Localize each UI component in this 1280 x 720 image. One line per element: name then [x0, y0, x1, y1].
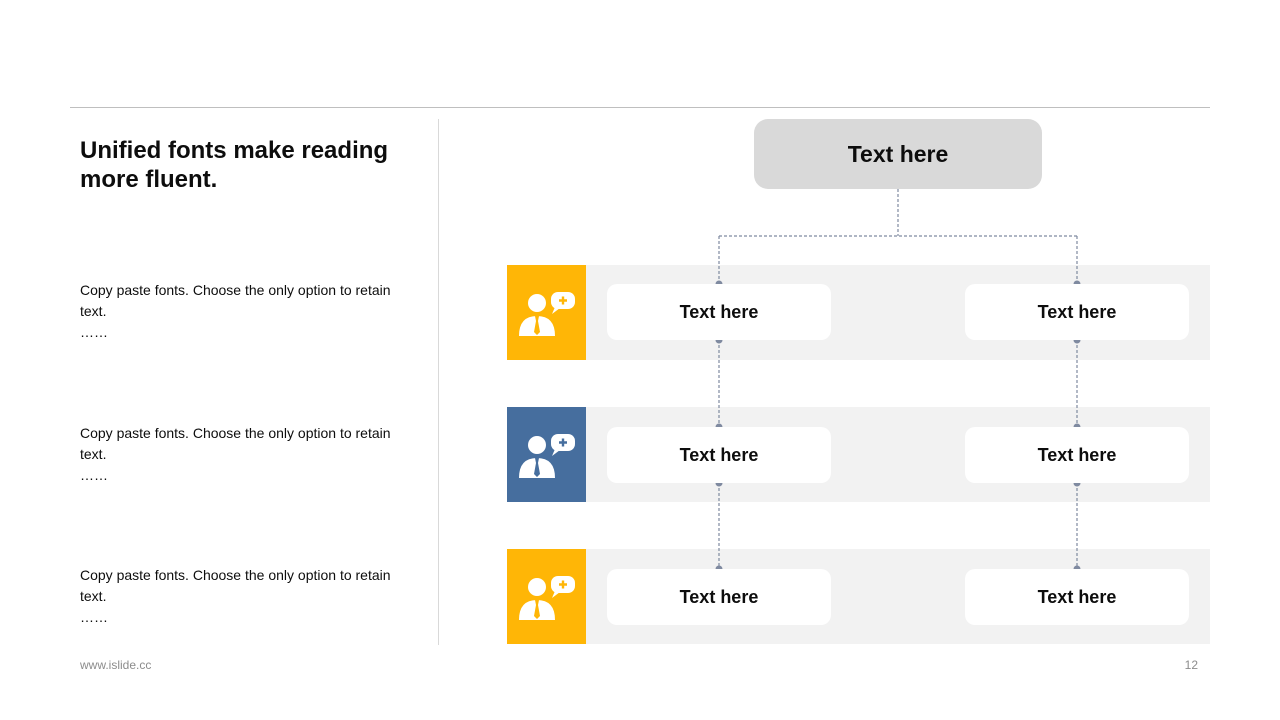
description-block: Copy paste fonts. Choose the only option… [80, 565, 420, 628]
description-ellipsis: …… [80, 324, 108, 340]
node-row2-right: Text here [965, 427, 1189, 483]
node-row2-left: Text here [607, 427, 831, 483]
column-divider [438, 119, 439, 645]
slide-heading: Unified fonts make reading more fluent. [80, 137, 389, 193]
user-add-chat-icon [518, 433, 575, 478]
root-connector [718, 189, 1078, 284]
footer-url: www.islide.cc [80, 658, 152, 672]
node-row1-left: Text here [607, 284, 831, 340]
row-icon-tile [507, 549, 586, 644]
node-row1-right: Text here [965, 284, 1189, 340]
row-icon-tile [507, 407, 586, 502]
node-row3-left: Text here [607, 569, 831, 625]
user-add-chat-icon [518, 575, 575, 620]
user-add-chat-icon [518, 291, 575, 336]
row-connector [718, 340, 1078, 427]
row-icon-tile [507, 265, 586, 360]
row-connector [718, 483, 1078, 569]
node-row3-right: Text here [965, 569, 1189, 625]
description-text: Copy paste fonts. Choose the only option… [80, 282, 391, 319]
description-block: Copy paste fonts. Choose the only option… [80, 280, 420, 343]
description-text: Copy paste fonts. Choose the only option… [80, 425, 391, 462]
description-ellipsis: …… [80, 609, 108, 625]
description-block: Copy paste fonts. Choose the only option… [80, 423, 420, 486]
description-text: Copy paste fonts. Choose the only option… [80, 567, 391, 604]
description-ellipsis: …… [80, 467, 108, 483]
top-rule [70, 107, 1210, 108]
root-node: Text here [754, 119, 1042, 189]
page-number: 12 [1184, 658, 1198, 672]
